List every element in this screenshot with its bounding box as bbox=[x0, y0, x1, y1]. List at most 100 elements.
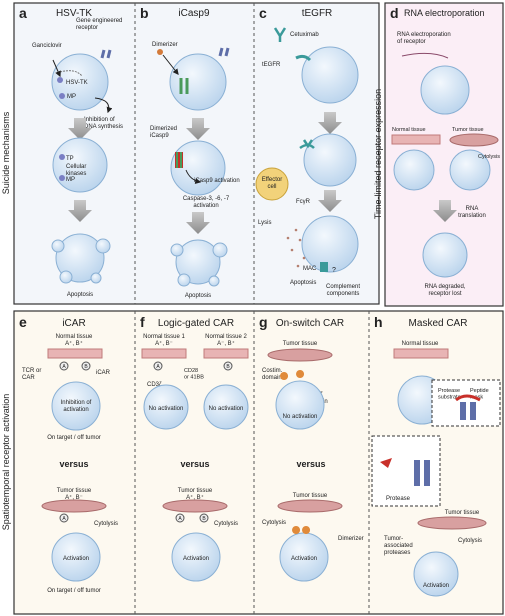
label-lysis: Lysis bbox=[258, 220, 271, 226]
text-line: Gene engineered bbox=[76, 18, 122, 24]
label-cytolysis: Cytolysis bbox=[478, 154, 500, 160]
label-activation: iCasp9 activation bbox=[194, 178, 240, 184]
cell bbox=[203, 384, 249, 430]
rna-strand bbox=[401, 52, 449, 59]
label-fcgr: FcγR bbox=[296, 199, 311, 205]
label-normal2: Normal tissue 2 bbox=[205, 334, 247, 340]
down-arrow-icon bbox=[68, 118, 92, 140]
text-line: activation bbox=[193, 203, 218, 209]
antigen-a bbox=[59, 513, 69, 523]
label-tumor1: Tumor tissue bbox=[283, 341, 318, 347]
label-cytolysis: Cytolysis bbox=[94, 521, 118, 527]
antigen-b bbox=[223, 361, 233, 371]
arrow bbox=[52, 59, 61, 78]
text-line: Effector bbox=[262, 177, 283, 183]
down-arrow-icon bbox=[186, 118, 210, 140]
label-b: B bbox=[84, 364, 88, 370]
panel-g-letter: g bbox=[259, 314, 268, 330]
icasp9-icon bbox=[179, 78, 189, 94]
text-line: Cellular bbox=[66, 164, 86, 170]
dimerized-icasp9-icon bbox=[175, 152, 183, 168]
text-line: RNA electroporation bbox=[397, 32, 451, 38]
label-apoptosis: Apoptosis bbox=[67, 292, 93, 298]
mac-icon bbox=[320, 262, 328, 272]
cell bbox=[301, 215, 359, 273]
label-ab-normal: A⁺, B⁺ bbox=[65, 340, 83, 347]
sidebar-spatiotemporal: Spatiotemporal receptor activation bbox=[1, 394, 11, 531]
label-b2: B bbox=[202, 516, 206, 522]
text-line: kinases bbox=[66, 171, 86, 177]
cell bbox=[420, 65, 470, 115]
label-activation: Activation bbox=[423, 583, 449, 589]
arrow bbox=[185, 169, 202, 184]
normal-tissue-strip bbox=[141, 348, 187, 359]
panel-d-title: RNA electroporation bbox=[404, 8, 485, 18]
costim-domain-icon bbox=[280, 372, 289, 380]
down-arrow-icon bbox=[68, 200, 92, 222]
label-dimerizer: Dimerizer bbox=[338, 536, 364, 542]
label-tumor-tissue: Tumor tissue bbox=[178, 488, 213, 494]
label-hsvtk: HSV-TK bbox=[66, 80, 88, 86]
panel-d: d RNA electroporation RNA electroporatio… bbox=[390, 5, 500, 297]
normal-tissue-strip bbox=[47, 348, 103, 359]
tumor-tissue-strip bbox=[162, 499, 228, 513]
label-mp2: MP bbox=[66, 177, 75, 183]
text-line: cell bbox=[267, 184, 276, 190]
sidebar-time-limited: Time-limited receptor expression bbox=[373, 89, 383, 219]
panel-e-title: iCAR bbox=[62, 318, 85, 329]
label-cd3: CD3ζ bbox=[147, 382, 162, 388]
text-line: CAR bbox=[22, 375, 35, 381]
label-apoptosis: Apoptosis bbox=[290, 280, 316, 286]
apoptotic-cell bbox=[170, 239, 228, 287]
tumor-tissue-strip bbox=[417, 516, 487, 530]
panel-a-title: HSV-TK bbox=[56, 8, 92, 19]
normal-tissue-strip bbox=[393, 348, 449, 359]
label-tumor-tissue: Tumor tissue bbox=[452, 127, 484, 133]
label-normal1: Normal tissue 1 bbox=[143, 334, 185, 340]
label-normal-tissue: Normal tissue bbox=[392, 127, 426, 133]
cell bbox=[449, 149, 491, 191]
antibody-icon bbox=[273, 27, 287, 42]
cell bbox=[393, 149, 435, 191]
cd3-domain-icon bbox=[296, 370, 305, 378]
receptor-icon bbox=[100, 49, 112, 59]
cell bbox=[170, 140, 226, 196]
label-tumor-tissue: Tumor tissue bbox=[57, 488, 92, 494]
label-tegfr: tEGFR bbox=[262, 62, 281, 68]
label-ab2: A⁻, B⁺ bbox=[217, 340, 235, 347]
label-versus: versus bbox=[296, 459, 325, 469]
cell bbox=[413, 551, 459, 597]
panel-h-letter: h bbox=[374, 314, 383, 330]
text-line: Costim. bbox=[262, 368, 283, 374]
text-line: substrate bbox=[438, 394, 461, 400]
label-cetuximab: Cetuximab bbox=[290, 32, 319, 38]
label-apoptosis: Apoptosis bbox=[185, 293, 211, 299]
antigen-a bbox=[175, 513, 185, 523]
label-ontarget: On target / off tumor bbox=[47, 435, 101, 441]
tumor-tissue-strip bbox=[41, 499, 107, 513]
label-ab1: A⁺, B⁻ bbox=[155, 340, 173, 347]
text-line: or 41BB bbox=[184, 374, 204, 380]
antigen-a bbox=[59, 361, 69, 371]
tp-dot bbox=[59, 154, 65, 160]
drug-dot bbox=[57, 77, 63, 83]
panel-g: g On-switch CAR Tumor tissue Costim.doma… bbox=[259, 314, 364, 582]
cell bbox=[143, 384, 189, 430]
label-dimerizer: Dimerizer bbox=[152, 42, 178, 48]
label-icar: iCAR bbox=[96, 370, 111, 376]
panel-e-letter: e bbox=[19, 314, 27, 330]
label-ganciclovir: Ganciclovir bbox=[32, 43, 62, 49]
label-noact2: No activation bbox=[209, 406, 244, 412]
panel-g-title: On-switch CAR bbox=[276, 318, 344, 329]
sidebar-suicide: Suicide mechanisms bbox=[1, 111, 11, 194]
label-versus: versus bbox=[180, 459, 209, 469]
tumor-tissue-strip bbox=[277, 499, 343, 513]
